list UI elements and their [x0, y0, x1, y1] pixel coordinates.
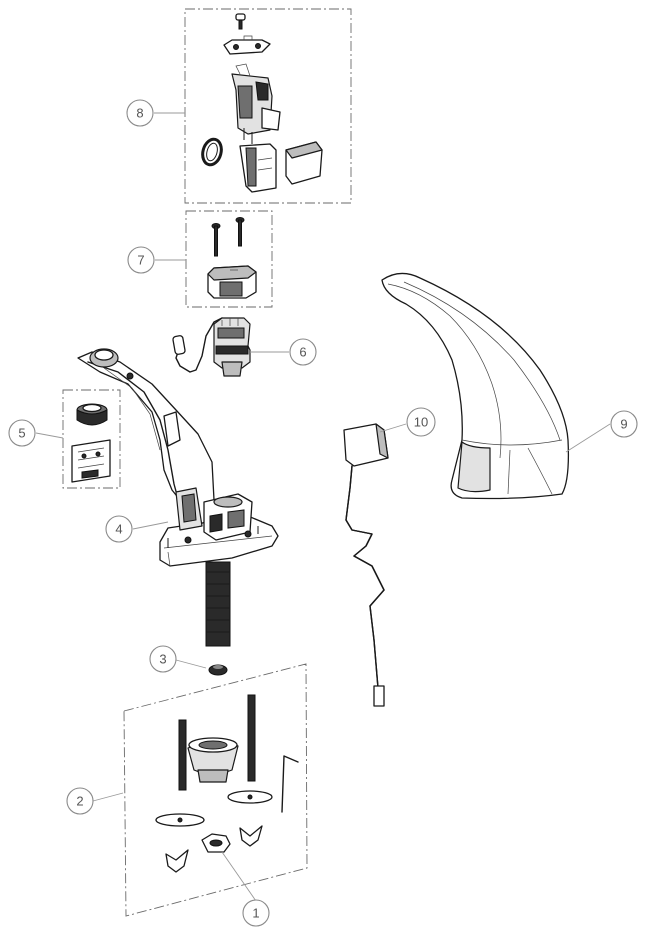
spout-cover [381, 272, 570, 500]
callout-4: 4 [105, 515, 133, 543]
callout-9-label: 9 [620, 417, 627, 432]
callout-6-label: 6 [299, 345, 306, 360]
callout-8: 8 [126, 99, 154, 127]
part-group-5 [62, 389, 121, 489]
sensor-cable [343, 423, 389, 707]
callout-9: 9 [610, 410, 638, 438]
mounting-collar [187, 737, 239, 783]
cover-cap [285, 141, 323, 185]
bracket-plate [223, 35, 271, 55]
group-7-frame [185, 210, 273, 308]
part-group-8 [184, 8, 352, 204]
callout-4-label: 4 [115, 522, 122, 537]
callout-8-label: 8 [136, 106, 143, 121]
callout-2: 2 [66, 787, 94, 815]
hex-nut [201, 833, 231, 853]
part-group-7 [185, 210, 273, 308]
callout-6: 6 [289, 338, 317, 366]
leader-10 [379, 423, 407, 433]
o-ring [201, 137, 223, 167]
callout-3: 3 [149, 645, 177, 673]
wing-nut-right [239, 825, 263, 847]
part-group-2 [123, 663, 308, 917]
leader-2 [92, 792, 124, 802]
threaded-rod-right [247, 694, 256, 782]
callout-7-label: 7 [137, 253, 144, 268]
callout-2-label: 2 [76, 794, 83, 809]
screw-long-2 [235, 217, 245, 247]
washer-small [208, 664, 228, 676]
seal-grommet [76, 403, 108, 426]
cartridge-assembly [172, 317, 251, 377]
valve-body [239, 143, 277, 193]
threaded-shank [205, 561, 231, 647]
solenoid-module [231, 63, 281, 144]
callout-7: 7 [127, 246, 155, 274]
leader-3 [175, 659, 207, 669]
callout-5: 5 [8, 419, 36, 447]
group-2-frame [123, 663, 308, 917]
callout-10: 10 [406, 407, 436, 437]
leader-1 [221, 851, 257, 902]
leader-5 [35, 432, 64, 439]
leader-4 [132, 521, 169, 530]
screw-long-1 [211, 223, 221, 257]
sensor-housing [207, 265, 257, 299]
leader-lines [35, 112, 611, 902]
callout-1-label: 1 [252, 906, 259, 921]
wing-nut-left [165, 849, 189, 873]
leader-9 [565, 423, 611, 453]
threaded-rod-left [178, 719, 187, 791]
group-5-frame [62, 389, 121, 489]
callouts: 1 2 3 4 5 6 7 8 [8, 99, 638, 927]
retaining-clip [71, 439, 111, 483]
small-screw [235, 13, 246, 30]
callout-10-label: 10 [414, 415, 428, 430]
hex-key [281, 755, 299, 813]
callout-3-label: 3 [159, 652, 166, 667]
faucet-body [77, 348, 279, 647]
callout-1: 1 [242, 899, 270, 927]
callout-5-label: 5 [18, 426, 25, 441]
